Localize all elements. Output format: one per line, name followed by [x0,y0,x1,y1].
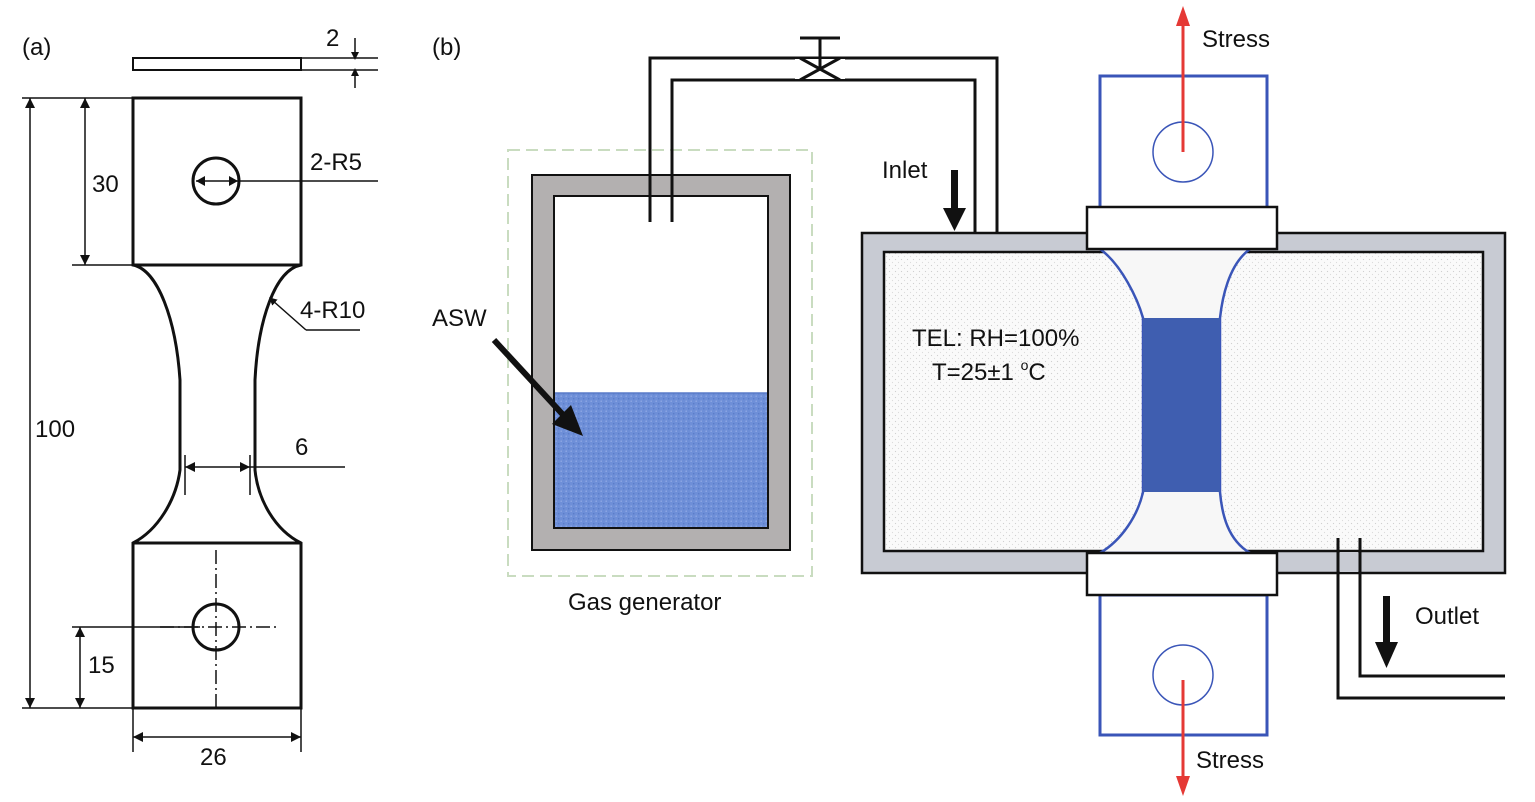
stress-arrow-bottom-head [1176,776,1190,796]
asw-label: ASW [432,305,487,332]
outlet-pipe-gap [1340,552,1358,572]
asw-solution [555,393,767,527]
hole-dim: 2-R5 [310,149,362,176]
offset-dim-arrows [75,627,85,708]
outlet-pipe-outer [1336,538,1505,700]
thickness-dim: 2 [326,25,339,52]
degree-sign: o [1021,357,1029,373]
asw-arrowhead [552,405,583,436]
panel-b: (b) Gas generator ASW [432,6,1507,796]
inlet-arrow-shaft [951,170,958,210]
upper-seal-plate [1085,205,1279,251]
top-height-dim: 30 [92,171,119,198]
panel-a: (a) 2 2-R5 4-R10 6 100 [22,25,378,771]
panel-b-label: (b) [432,34,461,61]
stress-bottom-label: Stress [1196,747,1264,774]
bottom-offset-dim: 15 [88,652,115,679]
gas-pipe-inner [670,78,977,265]
chamber-condition-line2: T=25±1 oC [932,357,1046,386]
stress-arrow-top-head [1176,6,1190,26]
width-dim: 26 [200,744,227,771]
asw-arrow-shaft [491,337,569,421]
panel-a-label: (a) [22,34,51,61]
outlet-label: Outlet [1415,603,1479,630]
stress-top-label: Stress [1202,26,1270,53]
outlet-arrowhead [1375,642,1398,668]
total-length-dim: 100 [35,416,75,443]
outlet-pipe-inner [1358,538,1505,678]
chamber-line2-unit: C [1028,359,1045,386]
inlet-arrowhead [943,208,966,231]
gas-generator-label: Gas generator [568,589,721,616]
chamber-condition-line1: TEL: RH=100% [912,325,1079,352]
specimen-gauge-section [1143,318,1220,492]
fillet-dim: 4-R10 [300,297,365,324]
hole-dim-arrow [196,176,238,186]
gauge-width-dim: 6 [295,434,308,461]
valve [795,36,845,82]
chamber-line2-prefix: T=25±1 [932,359,1021,386]
inlet-label: Inlet [882,157,928,184]
gas-pipe-outer [648,56,999,265]
gas-generator-dashed-boundary [507,149,813,577]
outlet-arrow-shaft [1383,596,1390,644]
specimen-side-view [132,57,302,71]
lower-seal-plate [1085,551,1279,597]
fillet-leader [269,297,307,331]
